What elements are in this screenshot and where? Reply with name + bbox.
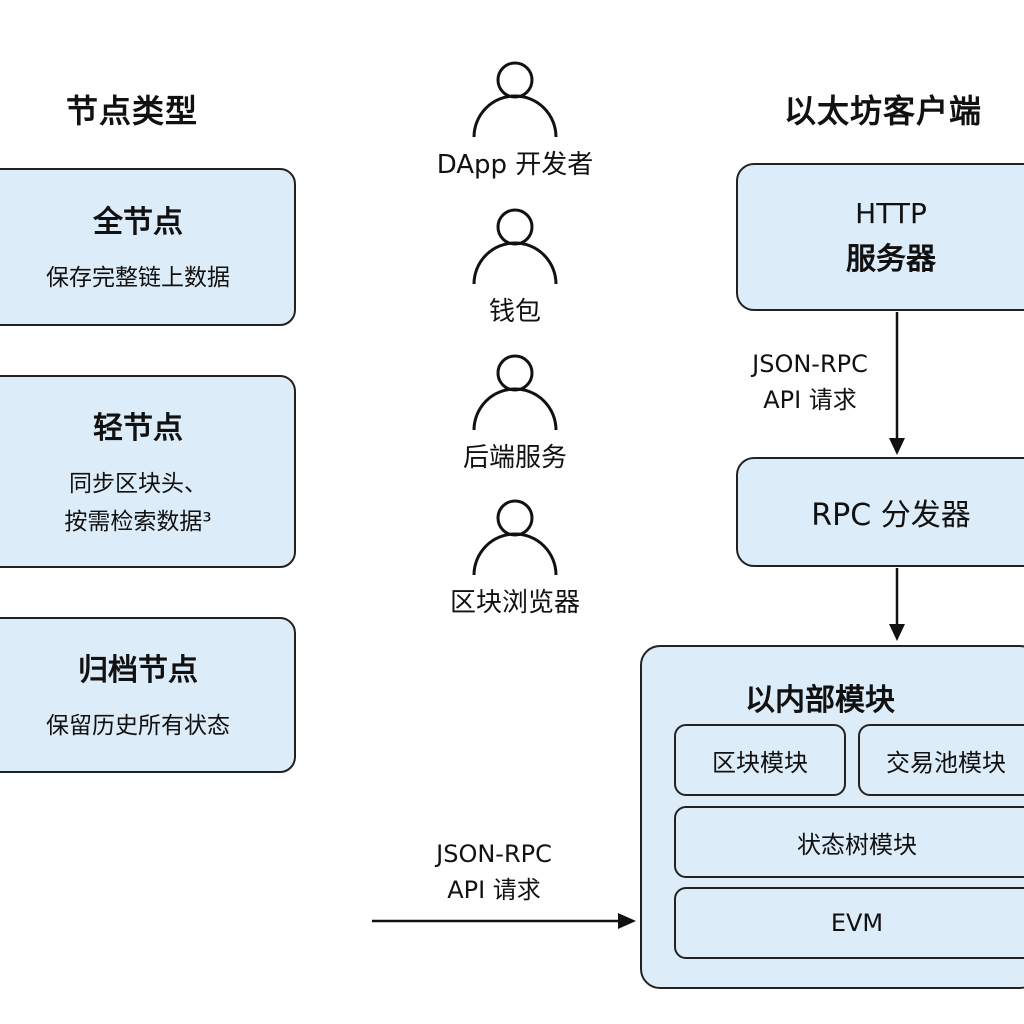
person-icon: [472, 61, 558, 138]
arrow-http-to-rpc: [889, 312, 905, 455]
rpc-dispatcher-label: RPC 分发器: [811, 498, 971, 533]
lower-request-line2: API 请求: [447, 876, 541, 904]
upper-request-line2: API 请求: [763, 386, 857, 414]
archive-node-desc: 保留历史所有状态: [46, 713, 230, 739]
person-icon: [472, 354, 558, 431]
actor-wallet: 钱包: [410, 207, 620, 328]
http-server-box: HTTP 服务器: [736, 163, 1024, 311]
actor-label: 钱包: [488, 297, 541, 327]
http-server-line1: HTTP: [855, 196, 927, 230]
arrow-request-to-modules: [372, 913, 636, 929]
rpc-dispatcher-box: RPC 分发器: [736, 457, 1024, 567]
full-node-box: 全节点 保存完整链上数据: [0, 168, 296, 326]
actor-block-explorer: 区块浏览器: [410, 498, 620, 619]
archive-node-box: 归档节点 保留历史所有状态: [0, 617, 296, 773]
archive-node-title: 归档节点: [78, 653, 198, 688]
actor-dapp-developer: DApp 开发者: [410, 60, 620, 181]
light-node-desc-line1: 同步区块头、: [69, 470, 207, 497]
http-server-line2: 服务器: [846, 241, 936, 277]
lower-request-label: JSON-RPC API 请求: [394, 836, 594, 908]
actor-backend-service: 后端服务: [410, 353, 620, 474]
full-node-desc: 保存完整链上数据: [46, 265, 230, 291]
block-module: 区块模块: [674, 724, 846, 796]
arrow-rpc-to-modules: [889, 568, 905, 641]
node-types-heading: 节点类型: [66, 92, 199, 130]
actor-label: 后端服务: [462, 443, 567, 473]
internal-modules-title: 以内部模块: [745, 683, 895, 718]
state-tree-module: 状态树模块: [674, 806, 1024, 878]
actor-label: 区块浏览器: [449, 588, 580, 618]
txpool-module: 交易池模块: [858, 724, 1024, 796]
actor-label: DApp 开发者: [436, 150, 594, 180]
light-node-desc-line2: 按需检索数据³: [64, 508, 212, 535]
full-node-title: 全节点: [93, 205, 183, 240]
light-node-title: 轻节点: [93, 410, 183, 446]
upper-request-label: JSON-RPC API 请求: [720, 346, 900, 418]
lower-request-line1: JSON-RPC: [436, 840, 552, 868]
evm-module: EVM: [674, 887, 1024, 959]
person-icon: [472, 499, 558, 576]
ethereum-client-heading: 以太坊客户端: [784, 92, 983, 130]
person-icon: [472, 208, 558, 285]
light-node-box: 轻节点 同步区块头、 按需检索数据³: [0, 375, 296, 568]
upper-request-line1: JSON-RPC: [752, 350, 868, 378]
